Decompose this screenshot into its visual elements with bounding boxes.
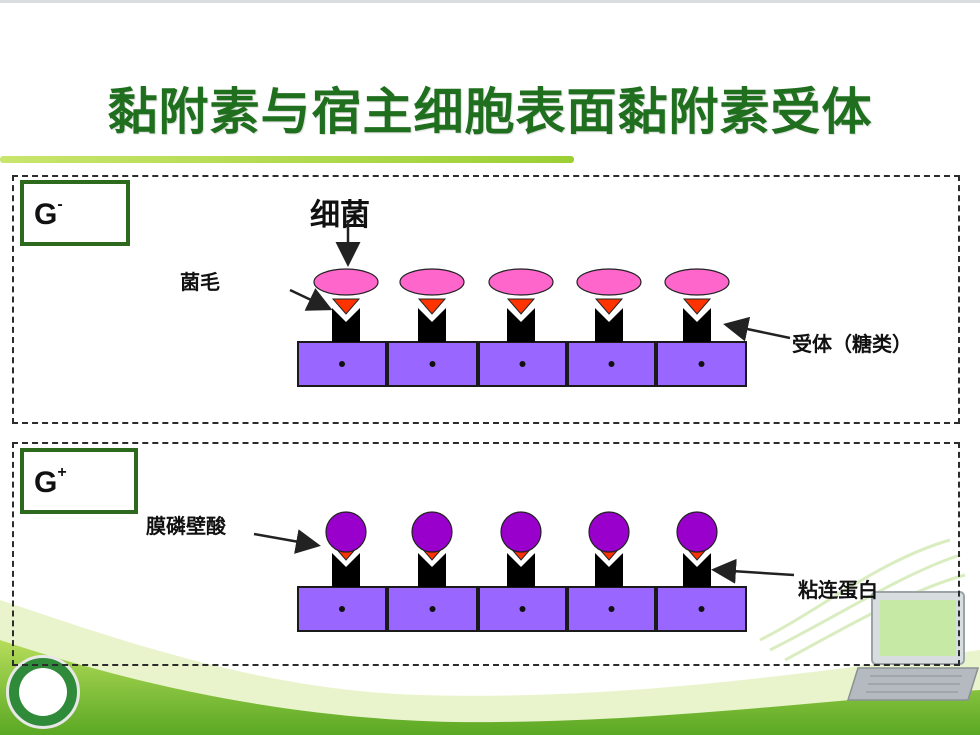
gram-type-letter: G	[34, 198, 58, 231]
gram-type-sign: -	[57, 196, 63, 213]
laptop-icon	[846, 591, 980, 701]
bacterium	[664, 268, 730, 296]
host-cell	[656, 586, 747, 632]
gram-positive-label: G+	[20, 448, 138, 514]
bacterium	[411, 511, 453, 553]
gram-type-sign: +	[57, 464, 67, 481]
lta-arrow	[253, 529, 321, 554]
fibronectin-arrow	[711, 558, 795, 584]
bacterium	[588, 511, 630, 553]
receptor-label: 受体（糖类）	[792, 332, 912, 356]
receptor-arrow	[723, 316, 791, 342]
receptor-notch	[683, 308, 711, 322]
bacterium	[313, 268, 379, 296]
adhesin	[682, 298, 712, 315]
adhesin	[594, 298, 624, 315]
lipoteichoic-acid-label: 膜磷壁酸	[146, 514, 226, 538]
host-cell-nucleus	[429, 606, 436, 612]
receptor-notch	[507, 308, 535, 322]
host-cell-nucleus	[519, 361, 526, 367]
gram-negative-label: G-	[20, 180, 130, 246]
logo-emblem	[19, 668, 67, 716]
adhesin	[331, 298, 361, 315]
green-hill-front	[0, 640, 980, 735]
title-underline-bar	[0, 156, 574, 163]
panel-gram-negative	[12, 175, 960, 424]
host-cell-nucleus	[698, 361, 705, 367]
bacterium	[325, 511, 367, 553]
host-cell-nucleus	[608, 361, 615, 367]
receptor-notch	[595, 308, 623, 322]
host-cell	[478, 586, 567, 632]
host-cell	[567, 586, 656, 632]
adhesin	[417, 298, 447, 315]
host-cell-nucleus	[429, 361, 436, 367]
host-cell-nucleus	[608, 606, 615, 612]
green-hill-back	[0, 600, 980, 735]
host-cell-nucleus	[339, 606, 345, 612]
host-cell-nucleus	[519, 606, 526, 612]
gram-type-letter: G	[34, 466, 58, 499]
bacterium	[488, 268, 554, 296]
panel-gram-positive	[12, 442, 960, 666]
host-cell-nucleus	[698, 606, 705, 612]
bacterium	[576, 268, 642, 296]
host-cell-nucleus	[339, 361, 345, 367]
pili-arrow	[289, 288, 333, 311]
receptor-notch	[418, 308, 446, 322]
receptor-notch	[332, 308, 360, 322]
university-logo	[6, 655, 80, 729]
adhesin	[506, 298, 536, 315]
fibronectin-label: 粘连蛋白	[798, 578, 878, 602]
bacteria-label: 细菌	[310, 198, 370, 233]
bacterium	[676, 511, 718, 553]
bacterium	[500, 511, 542, 553]
bacterium	[399, 268, 465, 296]
slide-title: 黏附素与宿主细胞表面黏附素受体	[107, 83, 873, 141]
pili-label: 菌毛	[180, 270, 220, 294]
top-divider	[0, 0, 980, 3]
